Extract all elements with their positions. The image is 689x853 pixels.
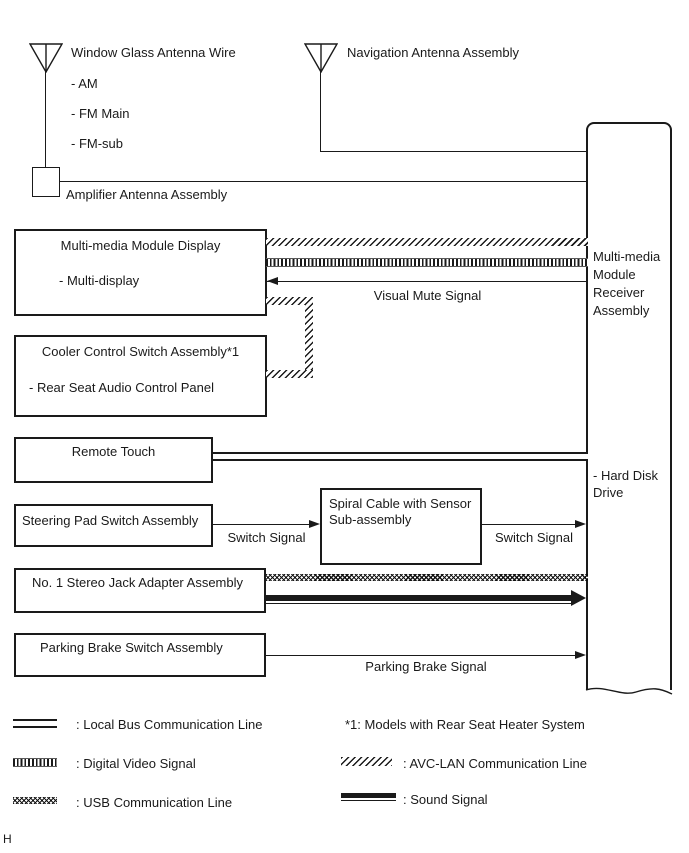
visual-mute-label: Visual Mute Signal bbox=[373, 288, 482, 303]
legend-digital-video-swatch bbox=[13, 758, 57, 767]
component-box-stereo-jack: No. 1 Stereo Jack Adapter Assembly bbox=[14, 568, 266, 613]
spiral-cable-title-line2: Sub-assembly bbox=[329, 512, 412, 527]
legend-sound-swatch-line bbox=[341, 800, 396, 802]
sound-signal-line bbox=[266, 595, 571, 601]
legend-usb-label: : USB Communication Line bbox=[76, 795, 233, 810]
component-box-cooler: Cooler Control Switch Assembly*1 - Rear … bbox=[14, 335, 267, 417]
legend-avc-lan-label: : AVC-LAN Communication Line bbox=[403, 756, 588, 771]
avc-lan-line-display bbox=[266, 238, 588, 246]
antenna-icon bbox=[304, 43, 338, 73]
receiver-sub: - Hard Disk Drive bbox=[593, 468, 659, 500]
sound-signal-underline bbox=[266, 603, 571, 605]
nav-antenna-lead-line bbox=[320, 71, 322, 152]
switch-signal-line-left bbox=[213, 524, 310, 526]
nav-antenna-wire bbox=[320, 151, 588, 153]
component-box-spiral-cable: Spiral Cable with Sensor Sub-assembly bbox=[320, 488, 482, 565]
switch-signal-label-right: Switch Signal bbox=[494, 530, 574, 545]
display-title: Multi-media Module Display bbox=[60, 238, 221, 253]
window-antenna-lead-line bbox=[45, 71, 47, 167]
page-footer-mark: H bbox=[3, 832, 12, 846]
antenna-icon bbox=[29, 43, 63, 73]
display-sub: - Multi-display bbox=[59, 273, 140, 288]
amplifier-antenna-box bbox=[32, 167, 60, 197]
legend-digital-video-label: : Digital Video Signal bbox=[76, 756, 196, 771]
legend-local-bus-swatch bbox=[13, 719, 57, 728]
avc-lan-connector-bottom bbox=[266, 370, 313, 378]
component-box-remote-touch: Remote Touch bbox=[14, 437, 213, 483]
legend-footnote: *1: Models with Rear Seat Heater System bbox=[345, 717, 585, 732]
component-box-steering: Steering Pad Switch Assembly bbox=[14, 504, 213, 547]
avc-lan-connector-top bbox=[266, 297, 313, 305]
visual-mute-arrowhead bbox=[267, 277, 278, 285]
avc-lan-connector-vertical bbox=[305, 297, 313, 378]
cooler-sub: - Rear Seat Audio Control Panel bbox=[29, 380, 214, 395]
amplifier-antenna-label: Amplifier Antenna Assembly bbox=[66, 187, 228, 202]
spiral-cable-title-line1: Spiral Cable with Sensor bbox=[329, 496, 472, 511]
parking-brake-line bbox=[266, 655, 576, 657]
sound-signal-arrowhead bbox=[571, 590, 586, 606]
antenna-item-fm-sub: - FM-sub bbox=[71, 136, 123, 151]
navigation-antenna-label: Navigation Antenna Assembly bbox=[347, 45, 519, 60]
antenna-item-am: - AM bbox=[71, 76, 98, 91]
switch-signal-label-left: Switch Signal bbox=[227, 530, 306, 545]
steering-title: Steering Pad Switch Assembly bbox=[22, 513, 199, 528]
parking-brake-arrowhead bbox=[575, 651, 586, 659]
window-glass-antenna-label: Window Glass Antenna Wire bbox=[71, 45, 236, 60]
local-bus-line bbox=[213, 452, 588, 461]
switch-signal-arrowhead-right bbox=[575, 520, 586, 528]
legend-sound-label: : Sound Signal bbox=[403, 792, 488, 807]
switch-signal-line-right bbox=[482, 524, 576, 526]
switch-signal-arrowhead-left bbox=[309, 520, 320, 528]
parking-brake-title: Parking Brake Switch Assembly bbox=[40, 640, 223, 655]
usb-communication-line bbox=[266, 574, 588, 581]
legend-local-bus-label: : Local Bus Communication Line bbox=[76, 717, 263, 732]
component-box-receiver: Multi-media Module Receiver Assembly - H… bbox=[586, 122, 672, 690]
amplifier-antenna-wire bbox=[60, 181, 588, 183]
remote-touch-title: Remote Touch bbox=[71, 444, 156, 459]
component-box-display: Multi-media Module Display - Multi-displ… bbox=[14, 229, 267, 316]
visual-mute-line bbox=[267, 281, 588, 283]
parking-brake-label: Parking Brake Signal bbox=[365, 659, 487, 674]
antenna-item-fm-main: - FM Main bbox=[71, 106, 130, 121]
stereo-jack-title: No. 1 Stereo Jack Adapter Assembly bbox=[32, 575, 243, 590]
legend-usb-swatch bbox=[13, 797, 57, 804]
cooler-title: Cooler Control Switch Assembly*1 bbox=[41, 344, 240, 359]
legend-sound-swatch-bar bbox=[341, 793, 396, 798]
component-box-parking-brake: Parking Brake Switch Assembly bbox=[14, 633, 266, 677]
receiver-box-break-line bbox=[585, 687, 673, 695]
digital-video-line bbox=[266, 258, 588, 267]
legend-avc-lan-swatch bbox=[341, 757, 392, 766]
receiver-title: Multi-media Module Receiver Assembly bbox=[593, 249, 661, 318]
